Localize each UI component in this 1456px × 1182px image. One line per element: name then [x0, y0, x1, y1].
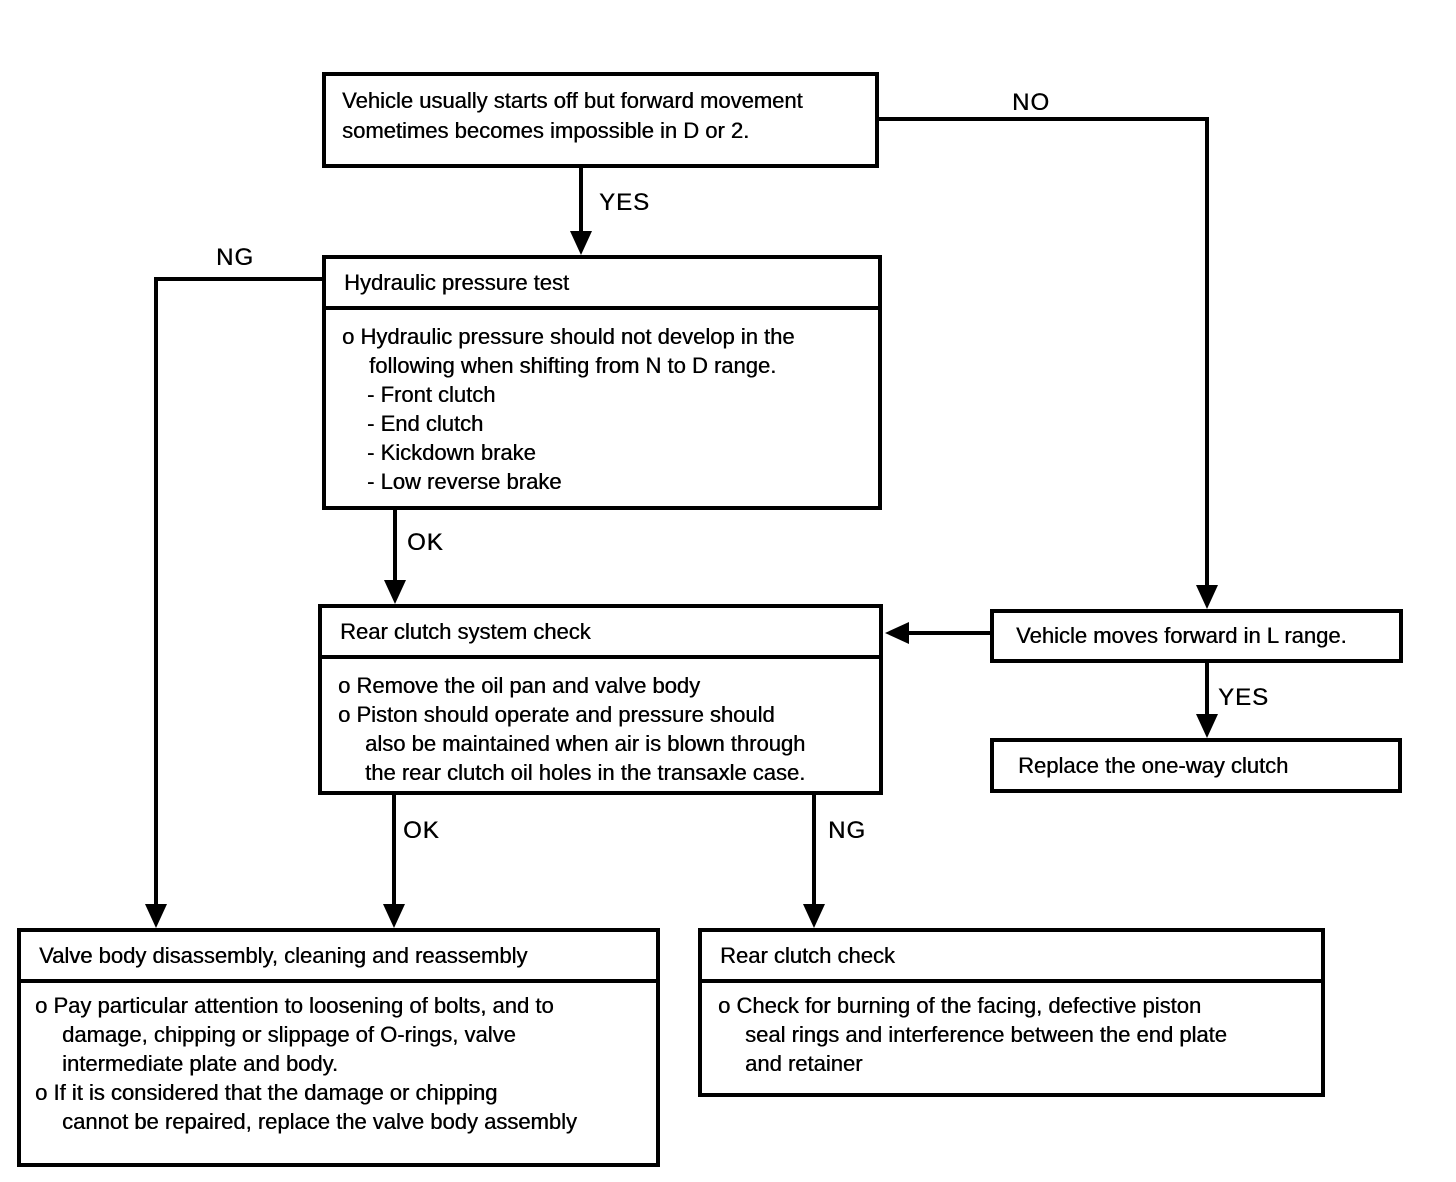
edge-start-no-hline	[878, 117, 1209, 121]
bullet-line: o Hydraulic pressure should not develop …	[342, 324, 795, 378]
bullet-line: - Front clutch	[367, 382, 496, 407]
node-l-range: Vehicle moves forward in L range.	[990, 609, 1403, 663]
bullet-line: - End clutch	[367, 411, 484, 436]
node-replace-one-way-clutch: Replace the one-way clutch	[990, 738, 1402, 793]
node-hydraulic-pressure-test-title: Hydraulic pressure test	[326, 259, 878, 310]
arrow-down-icon	[145, 904, 167, 928]
edge-label-no-1: NO	[1012, 89, 1050, 116]
edge-rearsystem-ng-line	[812, 795, 816, 907]
node-valve-body: Valve body disassembly, cleaning and rea…	[17, 928, 660, 1167]
node-rear-clutch-check-body: o Check for burning of the facing, defec…	[702, 983, 1321, 1078]
arrow-down-icon	[384, 580, 406, 604]
arrow-down-icon	[803, 904, 825, 928]
arrow-down-icon	[570, 231, 592, 255]
node-start-text: Vehicle usually starts off but forward m…	[342, 88, 803, 143]
bullet-line: o Pay particular attention to loosening …	[35, 993, 554, 1076]
bullet-line: - Low reverse brake	[367, 469, 562, 494]
edge-label-ng-2: NG	[828, 817, 866, 844]
arrow-down-icon	[1196, 714, 1218, 738]
node-valve-body-title: Valve body disassembly, cleaning and rea…	[21, 932, 656, 983]
node-replace-one-way-clutch-text: Replace the one-way clutch	[1018, 752, 1289, 778]
bullet-line: o If it is considered that the damage or…	[35, 1080, 577, 1134]
edge-rearsystem-ok-line	[392, 795, 396, 907]
edge-label-ng-1: NG	[216, 244, 254, 271]
node-l-range-text: Vehicle moves forward in L range.	[1016, 623, 1347, 648]
edge-hydraulic-ng-vline	[154, 277, 158, 907]
bullet-line: - Kickdown brake	[367, 440, 536, 465]
node-hydraulic-pressure-test: Hydraulic pressure test o Hydraulic pres…	[322, 255, 882, 510]
edge-hydraulic-ok-line	[393, 510, 397, 583]
node-rear-clutch-system-check-body: o Remove the oil pan and valve body o Pi…	[322, 659, 879, 787]
node-start: Vehicle usually starts off but forward m…	[322, 72, 879, 168]
arrow-down-icon	[383, 904, 405, 928]
node-rear-clutch-check: Rear clutch check o Check for burning of…	[698, 928, 1325, 1097]
bullet-line: o Check for burning of the facing, defec…	[718, 993, 1227, 1076]
edge-start-no-vline	[1205, 117, 1209, 588]
edge-label-yes-1: YES	[599, 189, 651, 216]
edge-lrange-yes-line	[1205, 662, 1209, 717]
node-valve-body-body: o Pay particular attention to loosening …	[21, 983, 656, 1136]
arrow-left-icon	[885, 622, 909, 644]
node-rear-clutch-check-title: Rear clutch check	[702, 932, 1321, 983]
node-hydraulic-pressure-test-body: o Hydraulic pressure should not develop …	[326, 310, 878, 496]
arrow-down-icon	[1196, 585, 1218, 609]
edge-label-yes-2: YES	[1218, 684, 1270, 711]
edge-label-ok-1: OK	[407, 529, 444, 556]
edge-lrange-to-rearsystem-line	[906, 631, 990, 635]
node-rear-clutch-system-check: Rear clutch system check o Remove the oi…	[318, 604, 883, 795]
bullet-line: o Remove the oil pan and valve body	[338, 673, 701, 698]
edge-hydraulic-ng-hline	[154, 277, 322, 281]
bullet-line: o Piston should operate and pressure sho…	[338, 702, 806, 785]
node-rear-clutch-system-check-title: Rear clutch system check	[322, 608, 879, 659]
edge-start-yes-line	[579, 168, 583, 234]
edge-label-ok-2: OK	[403, 817, 440, 844]
